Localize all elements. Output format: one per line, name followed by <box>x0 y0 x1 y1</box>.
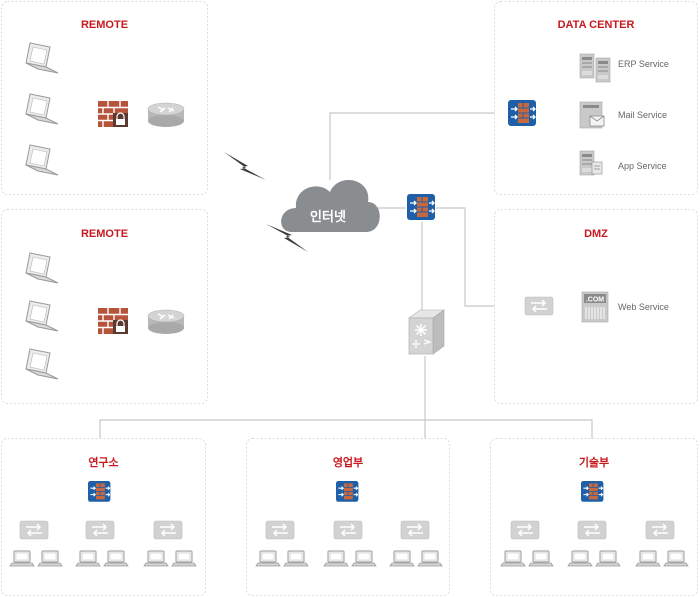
zone-title-remote-2: REMOTE <box>81 228 128 240</box>
service-label-mail: Mail Service <box>618 110 667 120</box>
laptop-icon <box>417 550 443 567</box>
mail-server-icon <box>579 101 605 129</box>
switch-icon <box>524 296 554 316</box>
laptop-icon <box>37 550 63 567</box>
laptop-icon <box>389 550 415 567</box>
core-firewall-switch-icon <box>406 193 436 221</box>
laptop-icon <box>9 550 35 567</box>
service-label-web: Web Service <box>618 302 669 312</box>
zone-remote-2: REMOTE <box>1 209 208 404</box>
router-icon <box>147 309 185 335</box>
service-label-app: App Service <box>618 161 667 171</box>
laptop-icon <box>351 550 377 567</box>
cloud-icon: 인터넷 <box>281 179 380 232</box>
zone-data-center: DATA CENTER ERP Service Mail Service App… <box>494 1 698 195</box>
laptop-icon <box>323 550 349 567</box>
laptop-icon <box>500 550 526 567</box>
zone-branch-research: 연구소 <box>1 438 206 596</box>
firewall-switch-icon <box>335 480 359 503</box>
switch-icon <box>645 520 675 540</box>
laptop-icon <box>595 550 621 567</box>
laptop-icon <box>171 550 197 567</box>
switch-icon <box>400 520 430 540</box>
zone-title-remote-1: REMOTE <box>81 19 128 31</box>
zone-remote-1: REMOTE <box>1 1 208 195</box>
zone-branch-sales: 영업부 <box>246 438 450 596</box>
zone-title-data-center: DATA CENTER <box>558 19 635 31</box>
laptop-icon <box>75 550 101 567</box>
zone-title-branch-1: 연구소 <box>88 455 118 469</box>
cloud-to-datacenter-link <box>329 112 508 180</box>
zone-branch-tech: 기술부 <box>490 438 698 596</box>
switch-icon <box>510 520 540 540</box>
lightning-link-icon <box>224 152 266 180</box>
firewall-switch-icon <box>87 480 111 503</box>
l3-switch-icon <box>507 99 537 127</box>
firewall-switch-icon <box>580 480 604 503</box>
zone-title-dmz: DMZ <box>584 228 608 240</box>
web-server-icon: .COM <box>581 291 609 323</box>
switch-icon <box>577 520 607 540</box>
laptop-icon <box>528 550 554 567</box>
wireless-controller-icon <box>408 309 445 355</box>
cloud-label: 인터넷 <box>310 209 346 225</box>
firewall-icon <box>97 307 129 335</box>
laptop-icon <box>635 550 661 567</box>
laptop-icon <box>283 550 309 567</box>
service-label-erp: ERP Service <box>618 59 669 69</box>
switch-icon <box>85 520 115 540</box>
switch-icon <box>19 520 49 540</box>
app-server-icon <box>579 150 603 176</box>
zone-dmz: DMZ .COM Web Service <box>494 209 698 404</box>
zone-title-branch-3: 기술부 <box>579 455 609 469</box>
switch-icon <box>333 520 363 540</box>
switch-icon <box>153 520 183 540</box>
laptop-icon <box>255 550 281 567</box>
laptop-icon <box>567 550 593 567</box>
zone-title-branch-2: 영업부 <box>333 456 363 469</box>
com-badge: .COM <box>586 297 604 304</box>
router-icon <box>147 102 185 128</box>
firewall-icon <box>97 100 129 128</box>
laptop-icon <box>103 550 129 567</box>
switch-icon <box>265 520 295 540</box>
laptop-icon <box>143 550 169 567</box>
laptop-icon <box>663 550 689 567</box>
